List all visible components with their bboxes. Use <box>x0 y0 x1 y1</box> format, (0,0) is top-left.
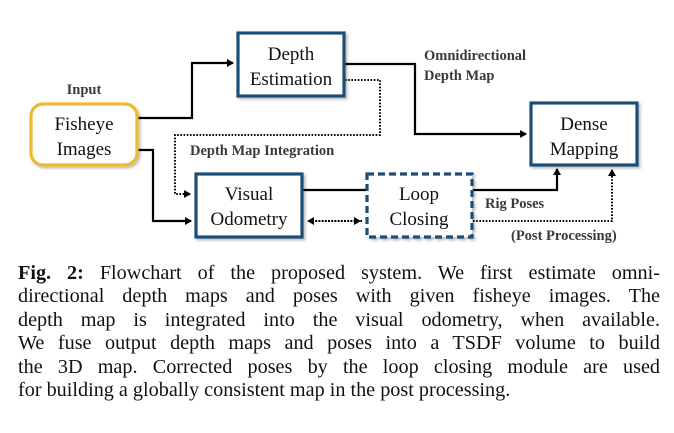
node-depth-estimation: Depth Estimation <box>236 31 346 98</box>
caption-line: for building a globally consistent map i… <box>18 379 511 402</box>
edge-depth-map-integration <box>174 79 381 198</box>
node-label-line1: Dense <box>560 114 607 135</box>
label-depth-map-integration: Depth Map Integration <box>190 143 334 159</box>
node-label-line2: Mapping <box>550 139 619 160</box>
node-label-line1: Loop <box>399 184 439 205</box>
caption-line: the 3D map. Corrected poses by the loop … <box>18 355 660 378</box>
edges-solid <box>138 59 561 225</box>
label-rig-poses: Rig Poses <box>485 196 545 212</box>
figure-label: Fig. 2: <box>18 262 84 284</box>
flowchart-diagram: Fisheye Images Input Depth Estimation Vi… <box>29 31 639 244</box>
caption-line: Fig. 2: Flowchart of the proposed system… <box>18 262 660 284</box>
caption-line: directional depth maps and poses with gi… <box>18 285 660 308</box>
node-label-line2: Images <box>57 139 112 160</box>
edge-fisheye-to-depth-estimation <box>138 59 234 120</box>
node-loop-closing: Loop Closing <box>365 172 474 239</box>
edges-dotted <box>174 79 616 225</box>
label-depth-map: Depth Map <box>424 68 495 84</box>
caption-line: depth map is integrated into the visual … <box>18 308 660 331</box>
edge-fisheye-to-visual-odometry <box>138 148 192 225</box>
node-label-line1: Visual <box>225 184 273 205</box>
input-heading: Input <box>67 82 102 98</box>
node-label-line2: Estimation <box>250 69 333 90</box>
edge-loop-closing-to-dense-mapping <box>473 168 561 192</box>
label-post-processing: (Post Processing) <box>511 228 617 244</box>
node-label-line1: Fisheye <box>54 114 113 135</box>
edge-depth-estimation-to-dense-mapping <box>345 62 527 138</box>
label-omnidirectional: Omnidirectional <box>424 48 526 64</box>
node-label-line2: Closing <box>389 209 449 230</box>
node-label-line1: Depth <box>268 44 315 65</box>
caption-line: We fuse output depth maps and poses into… <box>18 332 660 355</box>
node-fisheye-images: Fisheye Images Input <box>29 82 139 167</box>
figure-caption: Fig. 2: Flowchart of the proposed system… <box>18 262 660 402</box>
node-dense-mapping: Dense Mapping <box>529 101 639 167</box>
node-label-line2: Odometry <box>210 209 288 230</box>
node-visual-odometry: Visual Odometry <box>194 172 304 239</box>
edge-post-processing <box>473 169 616 222</box>
